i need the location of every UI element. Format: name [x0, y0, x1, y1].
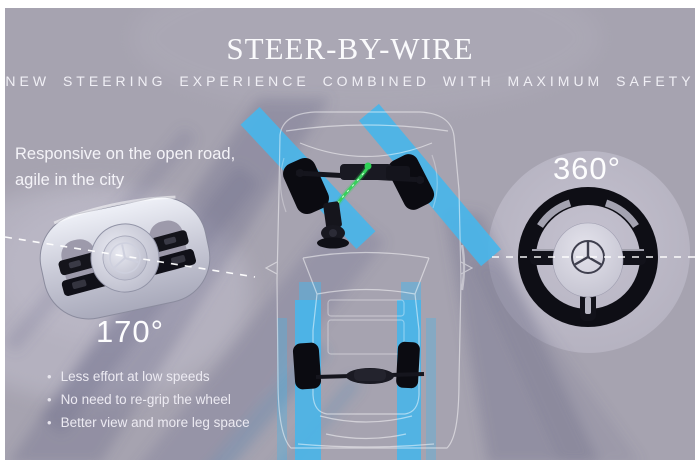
yoke-angle-line — [5, 236, 256, 278]
rear-window — [319, 415, 413, 440]
list-item: • Better view and more leg space — [47, 414, 250, 431]
rear-steering-rack — [315, 368, 425, 384]
left-mirror — [264, 261, 278, 275]
page-subtitle: NEW STEERING EXPERIENCE COMBINED WITH MA… — [5, 73, 695, 90]
list-item: • Less effort at low speeds — [47, 369, 250, 385]
intro-line-2: agile in the city — [15, 170, 125, 189]
bullet-icon: • — [47, 369, 52, 384]
intro-line-1: Responsive on the open road, — [15, 145, 236, 163]
steering-column-unit — [317, 201, 349, 249]
benefit-text: No need to re-grip the wheel — [60, 391, 231, 407]
infographic-canvas: STEER-BY-WIRE NEW STEERING EXPERIENCE CO… — [5, 8, 695, 460]
header: STEER-BY-WIRE NEW STEERING EXPERIENCE CO… — [5, 8, 695, 89]
benefit-text: Less effort at low speeds — [60, 369, 210, 384]
door-highlight — [460, 244, 466, 291]
list-item: • No need to re-grip the wheel — [47, 391, 250, 408]
benefit-text: Better view and more leg space — [60, 414, 250, 430]
car-wireframe — [264, 111, 474, 449]
glasshouse-outline — [312, 288, 420, 415]
rear-right-wheel — [396, 341, 420, 389]
intro-text: Responsive on the open road, agile in th… — [15, 142, 235, 193]
windshield-base — [302, 251, 430, 259]
benefits-list: • Less effort at low speeds • No need to… — [47, 369, 250, 439]
front-wheel-arches — [279, 154, 438, 213]
round-wheel-angle-label: 360° — [552, 151, 622, 186]
page-title: STEER-BY-WIRE — [226, 31, 474, 66]
wheel-hub — [552, 222, 624, 298]
rear-left-wheel — [292, 342, 322, 390]
sunroof-front — [327, 299, 405, 317]
mercedes-star-icon — [109, 242, 141, 274]
hood-crease — [299, 142, 433, 158]
angle-dashed-lines — [5, 236, 695, 278]
yoke-steering-wheel — [39, 195, 211, 320]
scene-graphic — [5, 8, 695, 460]
car-body-outline — [276, 111, 462, 449]
yoke-angle-label: 170° — [95, 314, 165, 349]
right-mirror — [460, 261, 474, 275]
bullet-icon: • — [47, 414, 52, 430]
bullet-icon: • — [47, 391, 52, 407]
sunroof-rear — [327, 319, 405, 355]
top-glow — [131, 8, 601, 113]
